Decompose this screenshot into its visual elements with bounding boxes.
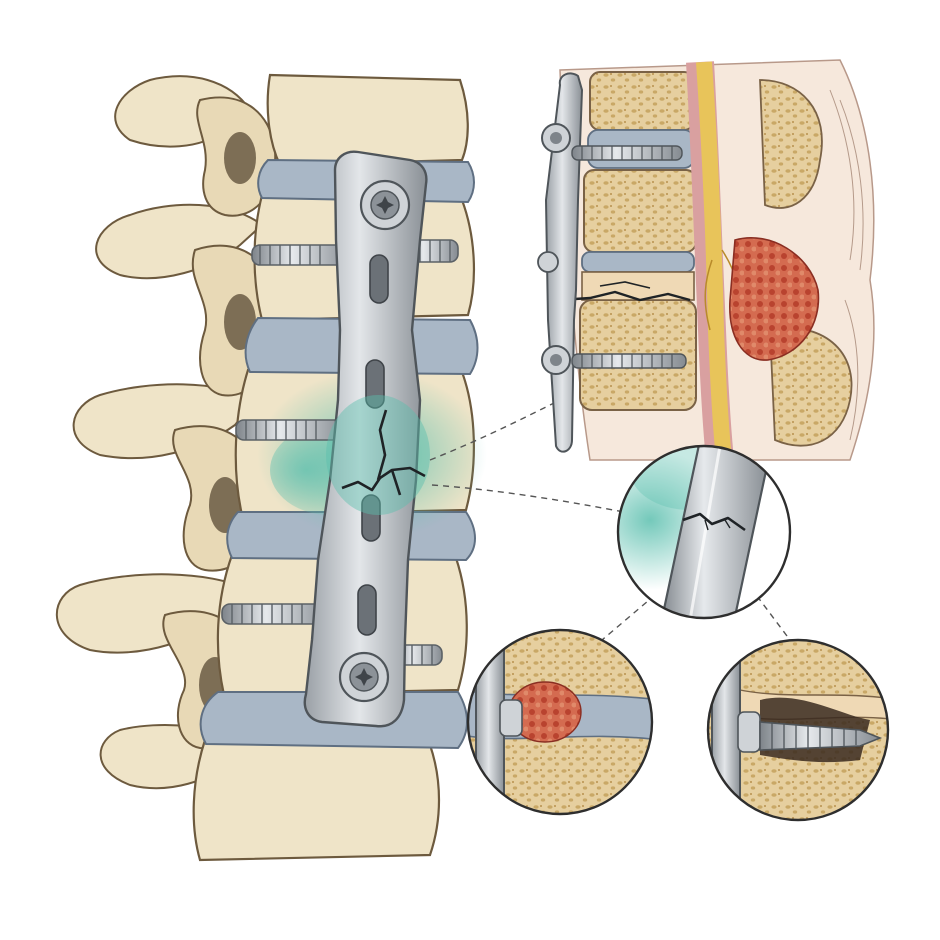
section-screws (571, 145, 687, 369)
soft-tissue-hatch (829, 89, 864, 441)
screws (221, 239, 459, 666)
spine-overview (55, 73, 791, 862)
section-fracture (559, 271, 695, 302)
sagittal-section (537, 59, 875, 462)
detail-disc-inflammation (466, 628, 654, 816)
plate-slots (357, 254, 389, 636)
plate-screw-head-bottom (338, 651, 390, 703)
plate-crack (341, 409, 426, 496)
detail-circle-frame (616, 444, 792, 620)
inflamed-tissue-mass (729, 237, 820, 361)
fixation-plate (303, 150, 430, 728)
leader-lines (429, 399, 791, 641)
detail-circle-frame (706, 638, 890, 822)
section-plate (537, 72, 584, 453)
detail-plate-crack (616, 444, 792, 620)
detail-circle-frame (466, 628, 654, 816)
detail-screw-loosening (706, 638, 890, 822)
plate-screw-head-top (359, 179, 411, 231)
screw-middle-left (235, 419, 347, 441)
posterior-elements (759, 79, 853, 447)
screw-lower-left (221, 603, 333, 625)
